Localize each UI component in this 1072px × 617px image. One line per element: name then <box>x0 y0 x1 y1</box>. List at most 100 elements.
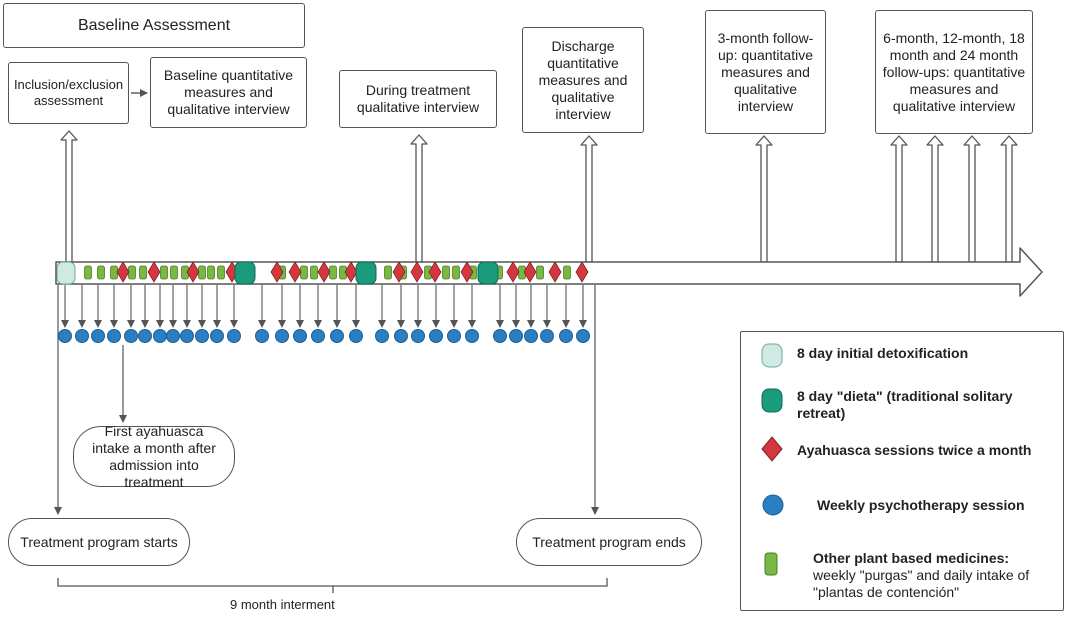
ayahuasca-session-7 <box>317 261 331 283</box>
psychotherapy-session-15 <box>293 329 307 343</box>
program-ends-label: Treatment program ends <box>532 533 686 550</box>
psychotherapy-session-8 <box>166 329 180 343</box>
legend-plants-desc: weekly "purgas" and daily intake of "pla… <box>813 567 1030 600</box>
legend-detox-label: 8 day initial detoxification <box>797 345 969 361</box>
plant-medicine-20 <box>442 265 450 280</box>
plant-medicine-17 <box>384 265 392 280</box>
ayahuasca-session-14 <box>523 261 537 283</box>
ayahuasca-session-8 <box>344 261 358 283</box>
up-arrow-followup-1 <box>890 135 908 263</box>
psychotherapy-session-9 <box>180 329 194 343</box>
psychotherapy-session-14 <box>275 329 289 343</box>
legend-ayahuasca-icon <box>761 436 783 462</box>
dieta-marker-3 <box>477 261 499 285</box>
ayahuasca-session-2 <box>147 261 161 283</box>
first-ayahuasca-callout: First ayahuasca intake a month after adm… <box>73 423 235 490</box>
psychotherapy-session-19 <box>375 329 389 343</box>
psychotherapy-session-17 <box>330 329 344 343</box>
followup-6-24-month-label: 6-month, 12-month, 18 month and 24 month… <box>882 29 1026 114</box>
program-starts-label: Treatment program starts <box>20 533 178 550</box>
first-ayahuasca-label: First ayahuasca intake a month after adm… <box>92 422 216 490</box>
ayahuasca-session-15 <box>548 261 562 283</box>
psychotherapy-session-18 <box>349 329 363 343</box>
psychotherapy-session-10 <box>195 329 209 343</box>
plant-medicine-7 <box>170 265 178 280</box>
psychotherapy-session-13 <box>255 329 269 343</box>
plant-medicine-10 <box>207 265 215 280</box>
up-arrow-during-treatment <box>410 134 428 263</box>
psychotherapy-session-3 <box>91 329 105 343</box>
psychotherapy-session-6 <box>138 329 152 343</box>
duration-brace <box>57 578 608 587</box>
up-arrow-followup-4 <box>1000 135 1018 263</box>
ayahuasca-session-12 <box>460 261 474 283</box>
legend-plants-label: Other plant based medicines: weekly "pur… <box>813 550 1061 601</box>
inclusion-assessment-label: Inclusion/exclusion assessment <box>13 77 124 108</box>
up-arrow-3-month <box>755 135 773 263</box>
plant-medicine-11 <box>217 265 225 280</box>
legend-detox-icon <box>761 343 783 368</box>
psychotherapy-session-5 <box>124 329 138 343</box>
ayahuasca-session-9 <box>392 261 406 283</box>
discharge-label: Discharge quantitative measures and qual… <box>538 37 628 122</box>
program-starts-callout: Treatment program starts <box>8 518 190 566</box>
legend-ayahuasca-label: Ayahuasca sessions twice a month <box>797 442 1032 458</box>
psychotherapy-session-22 <box>429 329 443 343</box>
psychotherapy-session-11 <box>210 329 224 343</box>
psychotherapy-session-7 <box>153 329 167 343</box>
psychotherapy-session-23 <box>447 329 461 343</box>
dieta-marker-1 <box>234 261 256 285</box>
psychotherapy-session-25 <box>493 329 507 343</box>
plant-medicine-26 <box>563 265 571 280</box>
psychotherapy-session-26 <box>509 329 523 343</box>
plant-medicine-1 <box>84 265 92 280</box>
psychotherapy-session-4 <box>107 329 121 343</box>
legend-plants-icon <box>764 552 778 576</box>
followup-3-month-label: 3-month follow-up: quantitative measures… <box>717 29 814 114</box>
inclusion-assessment-box: Inclusion/exclusion assessment <box>8 62 129 124</box>
during-treatment-label: During treatment qualitative interview <box>356 82 480 115</box>
ayahuasca-session-13 <box>506 261 520 283</box>
plant-medicine-4 <box>128 265 136 280</box>
baseline-assessment-label: Baseline Assessment <box>77 17 231 34</box>
baseline-measures-label: Baseline quantitative measures and quali… <box>163 67 294 117</box>
psychotherapy-session-24 <box>465 329 479 343</box>
psychotherapy-session-1 <box>58 329 72 343</box>
duration-label: 9 month interment <box>230 597 335 612</box>
up-arrow-baseline <box>60 130 78 263</box>
up-arrow-followup-2 <box>926 135 944 263</box>
detoxification-marker <box>56 261 76 285</box>
up-arrow-discharge <box>580 135 598 263</box>
psychotherapy-session-27 <box>524 329 538 343</box>
plant-medicine-14 <box>310 265 318 280</box>
plant-medicine-2 <box>97 265 105 280</box>
plant-medicine-25 <box>536 265 544 280</box>
program-ends-callout: Treatment program ends <box>516 518 702 566</box>
psychotherapy-session-21 <box>411 329 425 343</box>
plant-medicine-13 <box>300 265 308 280</box>
ayahuasca-session-5 <box>270 261 284 283</box>
followup-3-month-box: 3-month follow-up: quantitative measures… <box>705 10 826 134</box>
legend-psychotherapy-icon <box>762 494 784 516</box>
baseline-assessment-box: Baseline Assessment <box>3 3 305 48</box>
plant-medicine-6 <box>160 265 168 280</box>
legend-dieta-label: 8 day "dieta" (traditional solitary retr… <box>797 388 1013 421</box>
dieta-marker-2 <box>355 261 377 285</box>
during-treatment-box: During treatment qualitative interview <box>339 70 497 128</box>
legend-plants-title: Other plant based medicines: <box>813 550 1010 566</box>
psychotherapy-session-12 <box>227 329 241 343</box>
psychotherapy-session-20 <box>394 329 408 343</box>
legend-dieta-icon <box>761 388 783 413</box>
plant-medicine-15 <box>329 265 337 280</box>
psychotherapy-session-28 <box>540 329 554 343</box>
ayahuasca-session-3 <box>186 261 200 283</box>
ayahuasca-session-1 <box>116 261 130 283</box>
ayahuasca-session-11 <box>428 261 442 283</box>
up-arrow-followup-3 <box>963 135 981 263</box>
psychotherapy-session-29 <box>559 329 573 343</box>
psychotherapy-session-2 <box>75 329 89 343</box>
plant-medicine-5 <box>139 265 147 280</box>
ayahuasca-session-16 <box>575 261 589 283</box>
